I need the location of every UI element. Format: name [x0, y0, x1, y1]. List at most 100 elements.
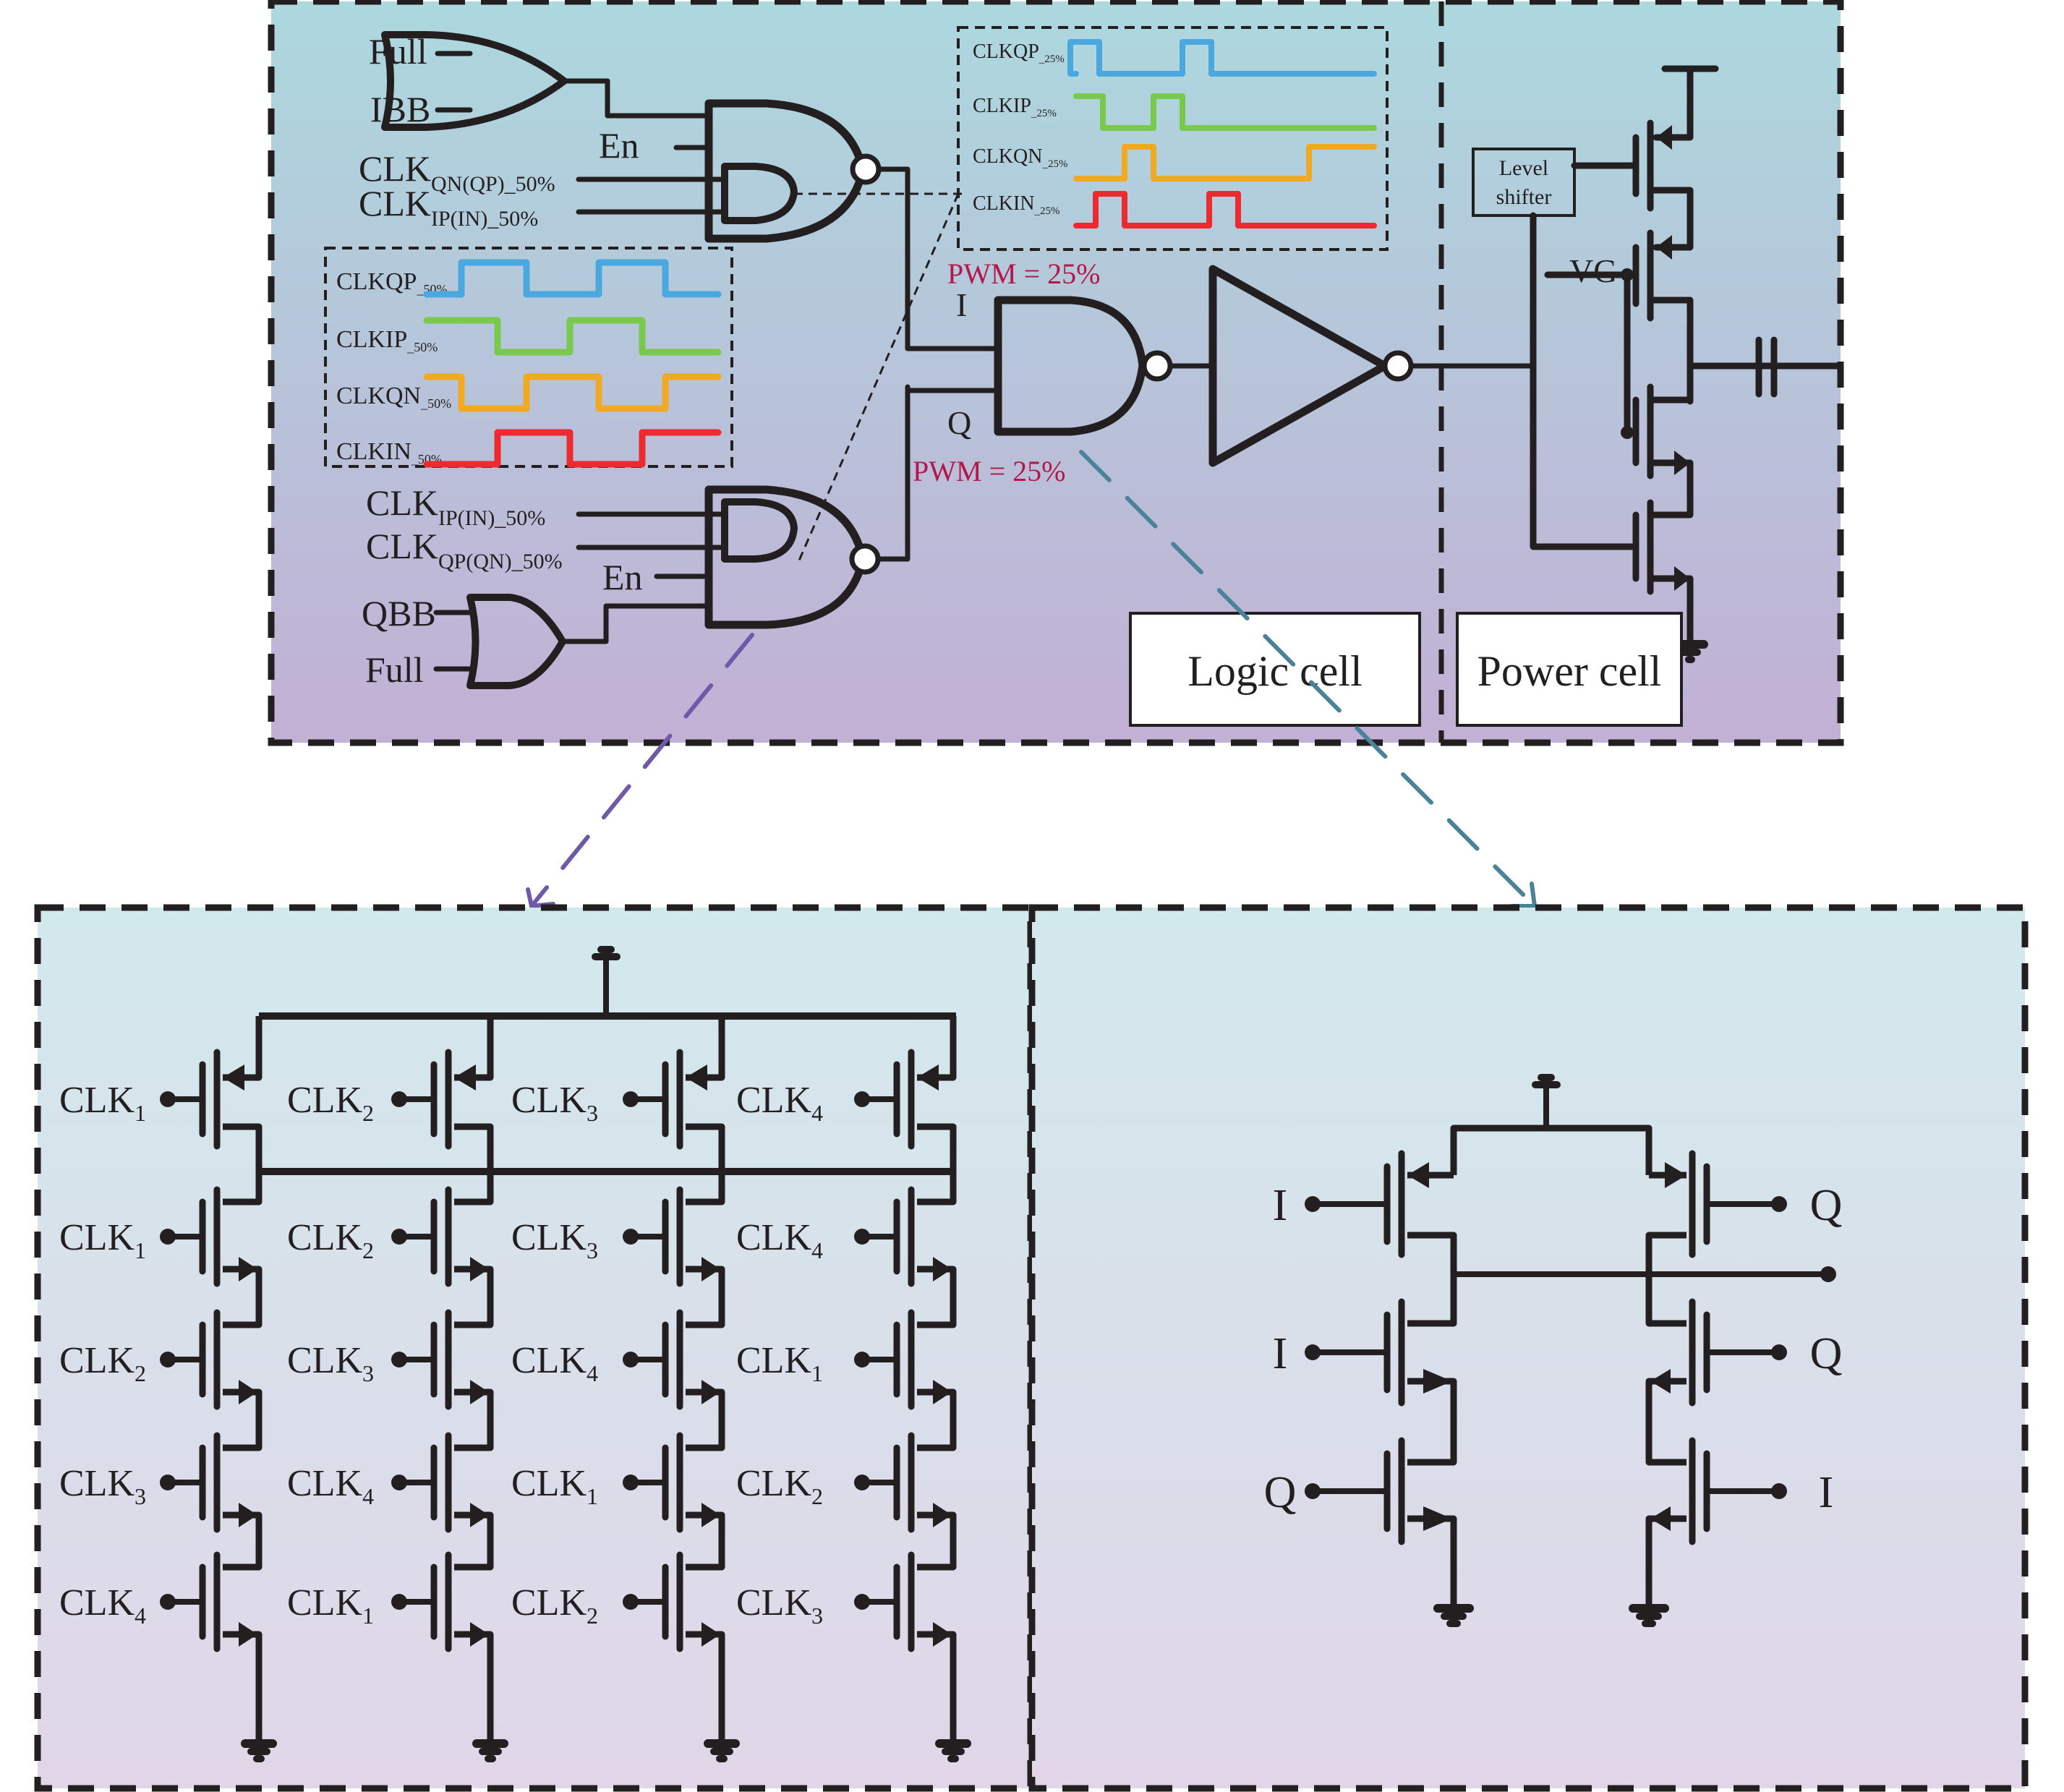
wave25-clkqp	[1067, 39, 1377, 77]
logic-cell-label-box	[1129, 612, 1421, 727]
upper-or-gate	[381, 31, 568, 131]
label-vg: VG	[1569, 252, 1617, 289]
ground-icon	[704, 1739, 740, 1762]
gate-input-dot[interactable]	[854, 1229, 870, 1245]
pwm-label-bottom: PWM = 25%	[913, 455, 1065, 487]
wave50-label-clkip: CLKIP_50%	[336, 326, 438, 354]
gate-input-dot[interactable]	[391, 1475, 407, 1490]
power-cell: Level shifter VG	[1472, 65, 1844, 663]
label-clk-qpqn-lower: CLKQP(QN)_50%	[366, 526, 563, 573]
gate-input-dot[interactable]	[623, 1475, 639, 1490]
mux-gate-label: CLK2	[59, 1340, 146, 1386]
mux-gate-label: CLK3	[287, 1340, 374, 1386]
wave50-clkip	[423, 317, 722, 356]
wave50-label-clkqn: CLKQN_50%	[336, 383, 451, 411]
wave25-clkip	[1073, 93, 1377, 131]
level-shifter-line2: shifter	[1496, 185, 1552, 209]
lower-or-gate	[433, 594, 566, 689]
gate-input-dot[interactable]	[160, 1352, 176, 1368]
mux-gate-label: CLK3	[59, 1463, 146, 1509]
ground-icon	[472, 1739, 508, 1762]
gate-input-dot[interactable]	[391, 1091, 407, 1107]
wave25-clkqn	[1073, 144, 1377, 182]
xor-input-dot[interactable]	[1305, 1344, 1321, 1360]
mux-gate-label: CLK4	[736, 1080, 823, 1126]
gate-input-dot[interactable]	[854, 1594, 870, 1610]
wave50-clkqn	[423, 373, 722, 412]
pwm-label-top: PWM = 25%	[947, 257, 1100, 290]
gate-input-dot[interactable]	[854, 1091, 870, 1107]
gate-input-dot[interactable]	[623, 1229, 639, 1245]
upper-nand-bubble	[850, 153, 882, 185]
label-clk-ipin-lower: CLKIP(IN)_50%	[366, 482, 545, 530]
lower-nand-bubble	[849, 543, 881, 575]
label-qbb: QBB	[362, 593, 436, 633]
vdd-icon	[1532, 1081, 1561, 1088]
xor-right-label: Q	[1810, 1329, 1843, 1378]
xor-input-dot[interactable]	[1305, 1196, 1321, 1212]
label-en-bottom: En	[602, 557, 643, 597]
xor-left-label: I	[1273, 1181, 1288, 1230]
gate-input-dot[interactable]	[854, 1352, 870, 1368]
power-cell-label-box	[1456, 612, 1683, 727]
xor-left-label: Q	[1264, 1468, 1297, 1517]
mux-gate-label: CLK2	[287, 1080, 374, 1126]
gate-input-dot[interactable]	[391, 1594, 407, 1610]
ground-icon	[935, 1739, 971, 1762]
waveform-box-50: CLKQP_50%CLKIP_50%CLKQN_50%CLKIN_50%	[324, 247, 733, 468]
xor-left-label: I	[1273, 1329, 1288, 1378]
upper-or-wires	[435, 51, 726, 215]
mux-gate-label: CLK4	[511, 1340, 598, 1386]
gate-input-dot[interactable]	[160, 1229, 176, 1245]
gate-input-dot[interactable]	[623, 1352, 639, 1368]
xor-input-dot[interactable]	[1771, 1196, 1787, 1212]
xor-input-dot[interactable]	[1305, 1483, 1321, 1499]
gate-input-dot[interactable]	[160, 1475, 176, 1490]
label-i: I	[956, 286, 967, 323]
top-panel-border	[268, 0, 1844, 746]
gate-input-dot[interactable]	[623, 1594, 639, 1610]
xor-input-dot[interactable]	[1771, 1483, 1787, 1499]
wave50-clkin	[423, 429, 722, 468]
wave25-label-clkip: CLKIP_25%	[973, 95, 1057, 119]
label-clk-ipin: CLKIP(IN)_50%	[359, 183, 538, 231]
vdd-icon	[592, 953, 621, 960]
logic-cell-label: Logic cell	[1187, 647, 1363, 695]
mux-gate-label: CLK3	[736, 1582, 823, 1629]
mux-gate-label: CLK1	[736, 1340, 823, 1386]
upper-nand-gate	[704, 99, 1001, 351]
xor-output-dot[interactable]	[1820, 1266, 1836, 1282]
xor-input-dot[interactable]	[1771, 1344, 1787, 1360]
gate-input-dot[interactable]	[391, 1352, 407, 1368]
mux-gate-label: CLK4	[287, 1463, 374, 1509]
gate-input-dot[interactable]	[623, 1091, 639, 1107]
label-full-top: Full	[369, 31, 427, 72]
xor-right-label: Q	[1810, 1181, 1843, 1230]
central-nand-gate	[876, 296, 1216, 562]
level-shifter-box	[1472, 148, 1576, 217]
gate-input-dot[interactable]	[160, 1091, 176, 1107]
zoom-callout-diagonal	[798, 193, 960, 561]
mux-gate-label: CLK4	[736, 1217, 823, 1263]
gate-input-dot[interactable]	[854, 1475, 870, 1490]
level-shifter-line1: Level	[1499, 156, 1548, 180]
wave25-label-clkin: CLKIN_25%	[973, 192, 1060, 217]
label-q: Q	[947, 404, 971, 441]
gate-input-dot[interactable]	[391, 1229, 407, 1245]
gate-input-dot[interactable]	[160, 1594, 176, 1610]
mux-gate-label: CLK4	[59, 1582, 146, 1629]
wave25-clkin	[1073, 191, 1377, 229]
mux-gate-label: CLK2	[287, 1217, 374, 1263]
wave50-clkqp	[423, 259, 722, 298]
wave25-label-clkqp: CLKQP_25%	[973, 40, 1065, 65]
ground-icon	[1629, 1604, 1669, 1627]
waveform-box-25: CLKQP_25%CLKIP_25%CLKQN_25%CLKIN_25%	[957, 26, 1389, 251]
label-full-bottom: Full	[365, 649, 424, 690]
mux-gate-label: CLK1	[59, 1217, 146, 1263]
label-ibb: IBB	[370, 89, 430, 129]
mux-gate-label: CLK3	[511, 1217, 598, 1263]
label-en-top: En	[599, 125, 639, 166]
driver-inverter	[1208, 265, 1536, 467]
mux-gate-label: CLK2	[736, 1463, 823, 1509]
